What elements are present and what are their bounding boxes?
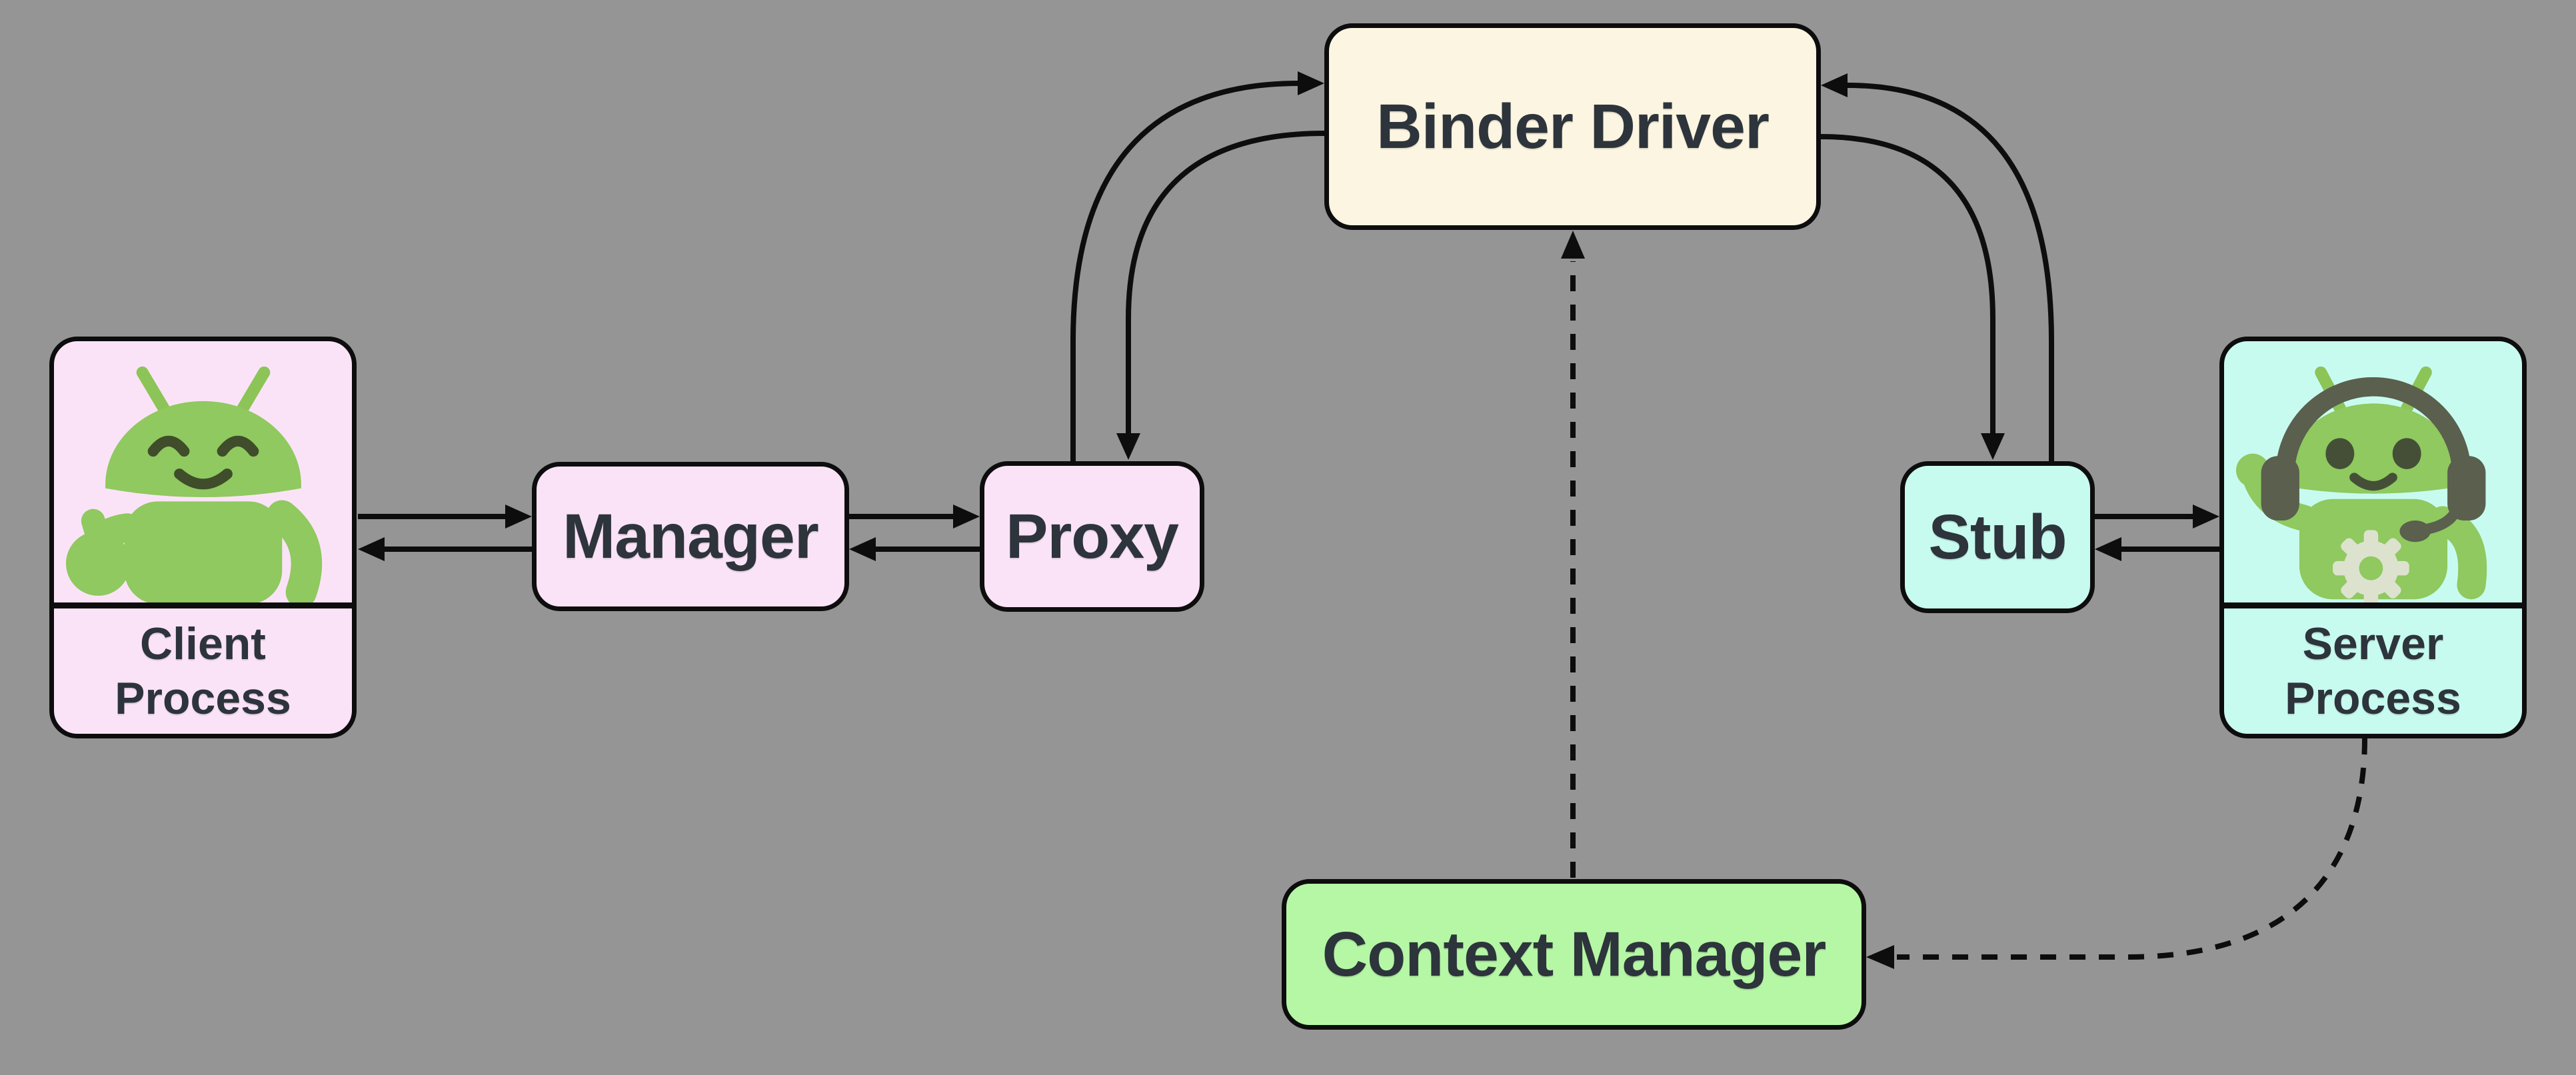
node-binder-driver: Binder Driver <box>1324 23 1821 230</box>
arrowhead-into-binder-bottom <box>1561 231 1585 259</box>
node-proxy: Proxy <box>980 461 1204 612</box>
edge-server-to-context-dashed <box>1897 738 2367 960</box>
client-process-label-line1: Client <box>140 618 266 669</box>
arrowhead-into-manager-from-proxy <box>849 537 876 561</box>
arrowhead-into-context <box>1866 945 1894 969</box>
manager-label: Manager <box>563 501 819 572</box>
edge-binder-to-proxy <box>1126 131 1325 435</box>
context-manager-label: Context Manager <box>1322 918 1827 990</box>
server-process-label-line1: Server <box>2302 618 2444 669</box>
arrowhead-into-binder-left <box>1298 71 1324 95</box>
edge-proxy-to-binder <box>1070 81 1300 461</box>
arrowhead-into-proxy <box>953 505 980 529</box>
arrowhead-into-server <box>2193 505 2219 529</box>
node-server-process: Server Process <box>2219 337 2527 738</box>
arrowhead-into-client <box>358 537 385 561</box>
server-robot-icon <box>2224 341 2522 602</box>
node-client-process: Client Process <box>49 337 357 738</box>
edge-stub-to-binder <box>1847 83 2054 461</box>
stub-label: Stub <box>1928 501 2067 572</box>
arrowhead-into-stub <box>2095 537 2121 561</box>
node-stub: Stub <box>1900 461 2095 613</box>
binder-driver-label: Binder Driver <box>1376 91 1770 162</box>
arrowhead-into-binder-right <box>1821 73 1848 97</box>
node-manager: Manager <box>532 462 849 611</box>
node-context-manager: Context Manager <box>1282 879 1866 1030</box>
arrowhead-into-proxy-top <box>1116 433 1140 460</box>
server-process-label: Server Process <box>2224 602 2522 734</box>
arrowhead-into-manager <box>505 505 532 529</box>
client-robot-icon <box>54 341 352 602</box>
arrowhead-into-stub-top <box>1981 433 2005 460</box>
edge-binder-to-stub <box>1820 134 1995 435</box>
client-process-label-line2: Process <box>115 673 291 724</box>
proxy-label: Proxy <box>1005 501 1179 572</box>
client-process-label: Client Process <box>54 602 352 734</box>
server-process-label-line2: Process <box>2285 673 2461 724</box>
